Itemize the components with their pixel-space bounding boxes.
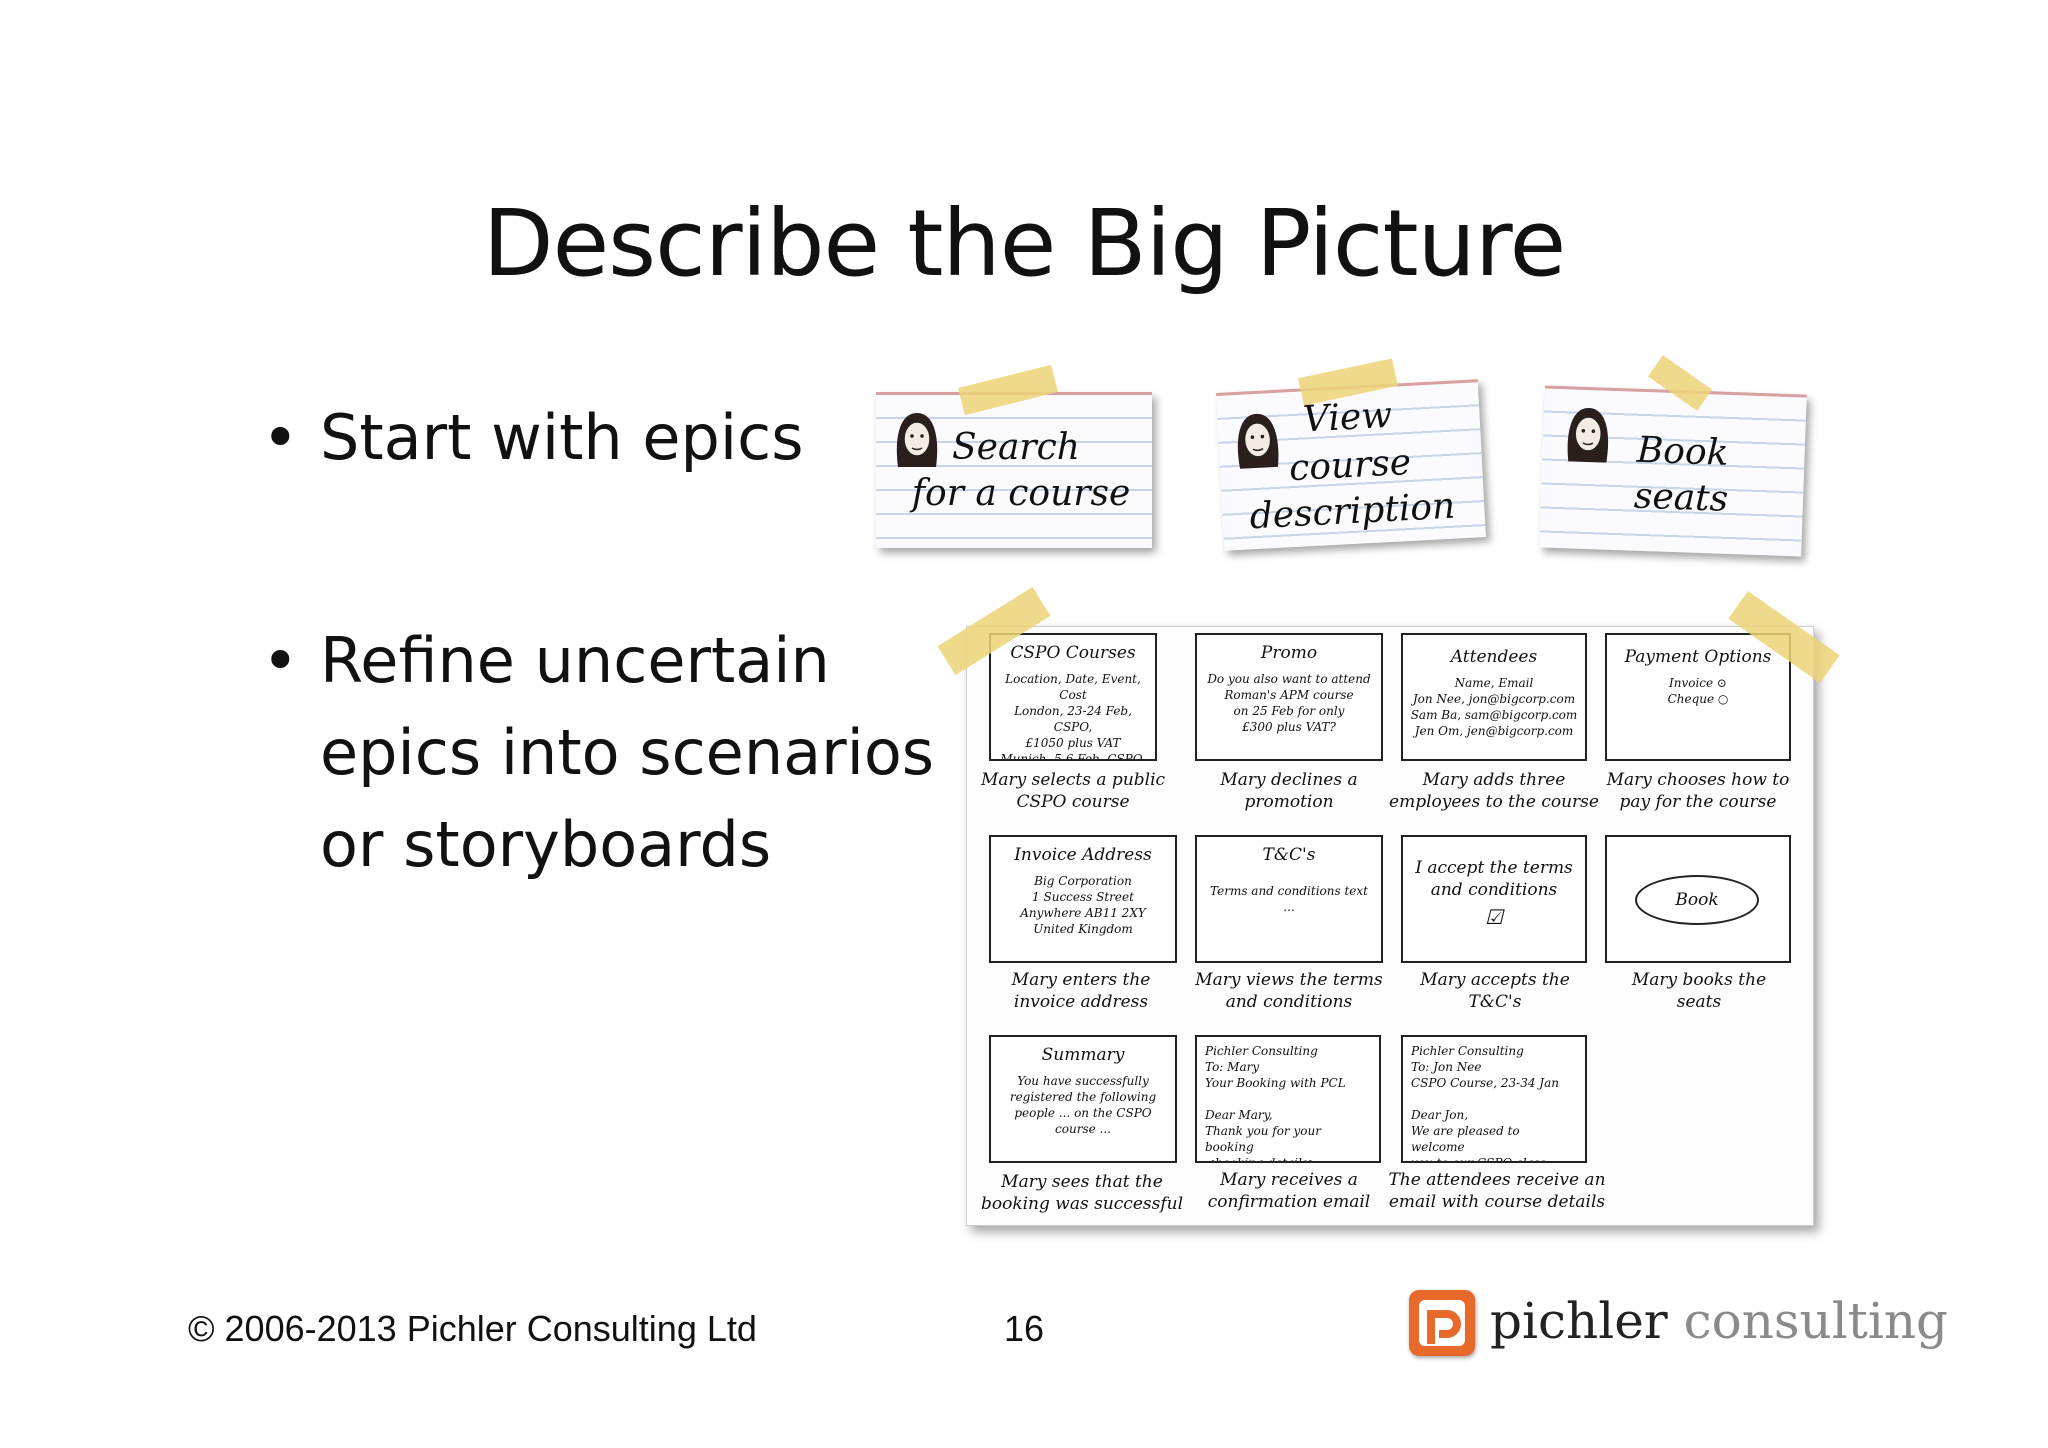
copyright: © 2006-2013 Pichler Consulting Ltd <box>188 1308 757 1349</box>
slide-title: Describe the Big Picture <box>482 190 1567 297</box>
persona-icon <box>1567 408 1609 463</box>
panel-caption: Mary chooses how to pay for the course <box>1606 770 1790 812</box>
bullet-2: • Refine uncertain epics into scenarios … <box>262 615 935 891</box>
panel-caption: Mary views the terms and conditions <box>1195 970 1383 1012</box>
persona-icon <box>1237 413 1279 469</box>
panel-body: Do you also want to attend Roman's APM c… <box>1207 672 1371 734</box>
panel-caption: Mary declines a promotion <box>1220 770 1358 812</box>
panel-body: Terms and conditions text ... <box>1210 884 1368 914</box>
epic-card-line-1: Search <box>952 427 1080 468</box>
logo-mark-icon <box>1419 1300 1465 1346</box>
epic-card-line-2: course <box>1288 441 1413 490</box>
panel-body: Pichler Consulting To: Jon Nee CSPO Cour… <box>1411 1044 1562 1163</box>
epic-card-book: Book seats <box>1539 385 1807 557</box>
storyboard-panel: Summary You have successfully registered… <box>989 1035 1177 1163</box>
logo-wordmark: pichler consulting <box>1490 1292 1948 1350</box>
storyboard-panel: Attendees Name, Email Jon Nee, jon@bigco… <box>1401 633 1587 761</box>
panel-body: Location, Date, Event, Cost London, 23-2… <box>1000 672 1146 761</box>
storyboard: CSPO Courses Location, Date, Event, Cost… <box>966 626 1814 1226</box>
epic-card-line-3: description <box>1248 485 1457 538</box>
panel-heading: Promo <box>1260 643 1318 663</box>
panel-caption: Mary sees that the booking was successfu… <box>980 1172 1184 1214</box>
storyboard-panel: Pichler Consulting To: Jon Nee CSPO Cour… <box>1401 1035 1587 1163</box>
panel-caption: Mary books the seats <box>1631 970 1767 1012</box>
epic-card-line-2: for a course <box>911 473 1131 514</box>
panel-caption: Mary accepts the T&C's <box>1420 970 1570 1012</box>
panel-heading: Payment Options <box>1624 647 1772 667</box>
logo-word-consulting: consulting <box>1683 1292 1949 1350</box>
epic-card-search: Search for a course <box>876 392 1152 548</box>
panel-caption: The attendees receive an email with cour… <box>1388 1170 1606 1212</box>
bullet-2-line-3: or storyboards <box>320 808 772 881</box>
panel-caption: Mary receives a confirmation email <box>1207 1170 1371 1212</box>
storyboard-panel: Promo Do you also want to attend Roman's… <box>1195 633 1383 761</box>
storyboard-panel: CSPO Courses Location, Date, Event, Cost… <box>989 633 1157 761</box>
epic-card-view: View course description <box>1216 379 1486 551</box>
panel-caption: Mary adds three employees to the course <box>1389 770 1599 812</box>
persona-icon <box>896 413 938 467</box>
panel-body: You have successfully registered the fol… <box>1009 1074 1157 1136</box>
storyboard-panel: Payment Options Invoice ⊙ Cheque ○ <box>1605 633 1791 761</box>
panel-caption: Mary enters the invoice address <box>1011 970 1151 1012</box>
bullet-1: • Start with epics <box>262 392 804 484</box>
panel-heading: I accept the terms and conditions <box>1415 858 1573 900</box>
book-button-sketch: Book <box>1635 875 1759 925</box>
panel-heading: Invoice Address <box>1014 845 1152 865</box>
page-number: 16 <box>1004 1308 1045 1349</box>
panel-heading: CSPO Courses <box>1010 643 1136 663</box>
storyboard-panel: Invoice Address Big Corporation 1 Succes… <box>989 835 1177 963</box>
epic-card-line-1: Book <box>1636 429 1730 474</box>
panel-heading: T&C's <box>1262 845 1316 865</box>
bullet-2-line-1: Refine uncertain <box>320 624 830 697</box>
storyboard-panel: I accept the terms and conditions ☑ <box>1401 835 1587 963</box>
checkbox-checked: ☑ <box>1485 905 1503 929</box>
panel-body: Invoice ⊙ Cheque ○ <box>1667 676 1729 706</box>
bullet-dot: • <box>262 624 299 697</box>
storyboard-panel: Book <box>1605 835 1791 963</box>
logo-word-pichler: pichler <box>1490 1292 1668 1350</box>
pichler-logo-icon <box>1409 1290 1475 1356</box>
panel-body: Pichler Consulting To: Mary Your Booking… <box>1205 1044 1346 1163</box>
bullet-1-text: Start with epics <box>320 401 804 474</box>
bullet-dot: • <box>262 401 299 474</box>
panel-heading: Attendees <box>1450 647 1538 667</box>
panel-caption: Mary selects a public CSPO course <box>980 770 1166 812</box>
panel-body: Name, Email Jon Nee, jon@bigcorp.com Sam… <box>1410 676 1578 738</box>
bullet-2-line-2: epics into scenarios <box>320 716 935 789</box>
storyboard-panel: T&C's Terms and conditions text ... <box>1195 835 1383 963</box>
panel-heading: Summary <box>1041 1045 1125 1065</box>
storyboard-panel: Pichler Consulting To: Mary Your Booking… <box>1195 1035 1381 1163</box>
panel-body: Big Corporation 1 Success Street Anywher… <box>1020 874 1146 936</box>
epic-card-line-2: seats <box>1633 475 1729 520</box>
